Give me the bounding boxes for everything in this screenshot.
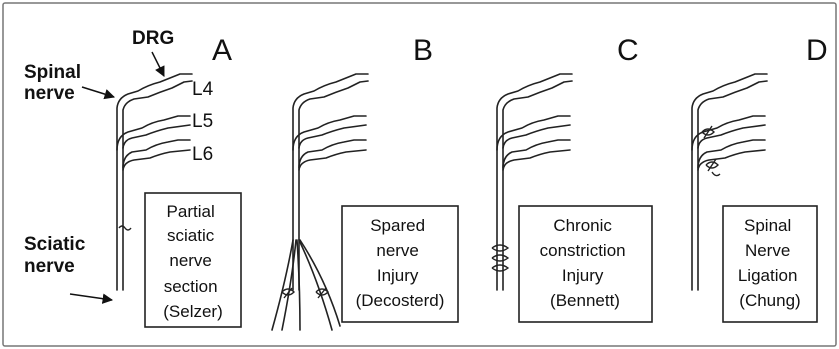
- caption-c-line1: Chronic: [553, 216, 612, 235]
- caption-b-line1: Spared: [370, 216, 425, 235]
- level-label-l6: L6: [192, 144, 213, 165]
- sciatic-nerve-label-line1: Sciatic: [24, 234, 86, 255]
- caption-d-line1: Spinal: [744, 216, 791, 235]
- caption-b-line2: nerve: [376, 241, 419, 260]
- panel-letter-c: C: [617, 34, 639, 67]
- caption-a-line5: (Selzer): [163, 302, 223, 321]
- panel-letter-d: D: [806, 34, 828, 67]
- level-label-l5: L5: [192, 111, 213, 132]
- panel-letter-b: B: [413, 34, 433, 67]
- caption-c-line4: (Bennett): [550, 291, 620, 310]
- caption-d-line2: Nerve: [745, 241, 790, 260]
- caption-b-line3: Injury: [377, 266, 419, 285]
- caption-a-line2: sciatic: [167, 226, 215, 245]
- caption-a-line1: Partial: [167, 202, 215, 221]
- caption-c-line3: Injury: [562, 266, 604, 285]
- drg-label: DRG: [132, 28, 174, 49]
- caption-text-a: Partial sciatic nerve section (Selzer): [163, 202, 223, 321]
- caption-c-line2: constriction: [540, 241, 626, 260]
- sciatic-nerve-label-line2: nerve: [24, 256, 75, 277]
- caption-d-line4: (Chung): [739, 291, 800, 310]
- caption-b-line4: (Decosterd): [356, 291, 445, 310]
- caption-a-line3: nerve: [169, 251, 212, 270]
- spinal-nerve-label-line2: nerve: [24, 83, 75, 104]
- panel-letter-a: A: [212, 34, 232, 67]
- caption-a-line4: section: [164, 277, 218, 296]
- level-label-l4: L4: [192, 79, 214, 100]
- spinal-nerve-label-line1: Spinal: [24, 62, 81, 83]
- caption-d-line3: Ligation: [738, 266, 798, 285]
